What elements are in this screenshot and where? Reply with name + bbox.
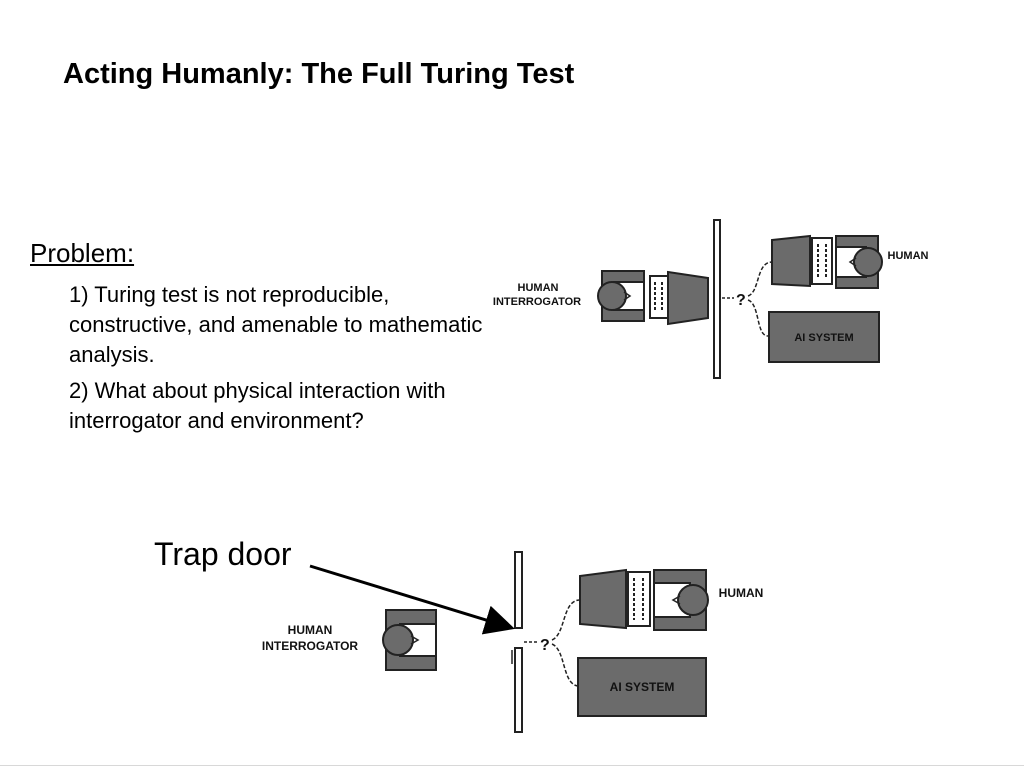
bottom-question-mark: ? — [540, 637, 550, 654]
slide-bottom-border — [0, 765, 1024, 766]
bottom-human-figure — [579, 568, 709, 631]
top-interrogator-label-2: INTERROGATOR — [493, 296, 581, 308]
problem-point-1: 1) Turing test is not reproducible, cons… — [69, 282, 483, 367]
bottom-wall-upper — [514, 551, 523, 629]
bottom-interrogator-figure — [382, 609, 437, 671]
slide-title: Acting Humanly: The Full Turing Test — [63, 58, 575, 90]
bottom-ai-system-label: AI SYSTEM — [610, 680, 675, 694]
top-wall — [713, 219, 721, 379]
problem-points: 1) Turing test is not reproducible, cons… — [69, 280, 489, 442]
top-human-figure — [771, 234, 883, 289]
problem-heading: Problem: — [30, 238, 135, 268]
bottom-wall-lower — [514, 647, 523, 733]
problem-point-2: 2) What about physical interaction with … — [69, 378, 446, 433]
bottom-human-label: HUMAN — [719, 586, 764, 600]
bottom-diagram: HUMAN INTERROGATOR ? — [262, 551, 764, 733]
top-ai-system-box — [768, 311, 880, 363]
bottom-ai-system-box — [577, 657, 707, 717]
top-interrogator-label-1: HUMAN — [518, 282, 559, 294]
trap-door-label: Trap door — [154, 536, 292, 572]
top-question-mark: ? — [736, 292, 746, 309]
top-interrogator-figure — [597, 270, 709, 326]
top-human-label: HUMAN — [888, 250, 929, 262]
trap-door-arrow — [309, 564, 515, 635]
bottom-interrogator-label-1: HUMAN — [288, 623, 333, 637]
bottom-interrogator-label-2: INTERROGATOR — [262, 639, 359, 653]
top-ai-system-label: AI SYSTEM — [794, 332, 853, 344]
top-diagram: HUMAN INTERROGATOR ? — [493, 219, 929, 379]
